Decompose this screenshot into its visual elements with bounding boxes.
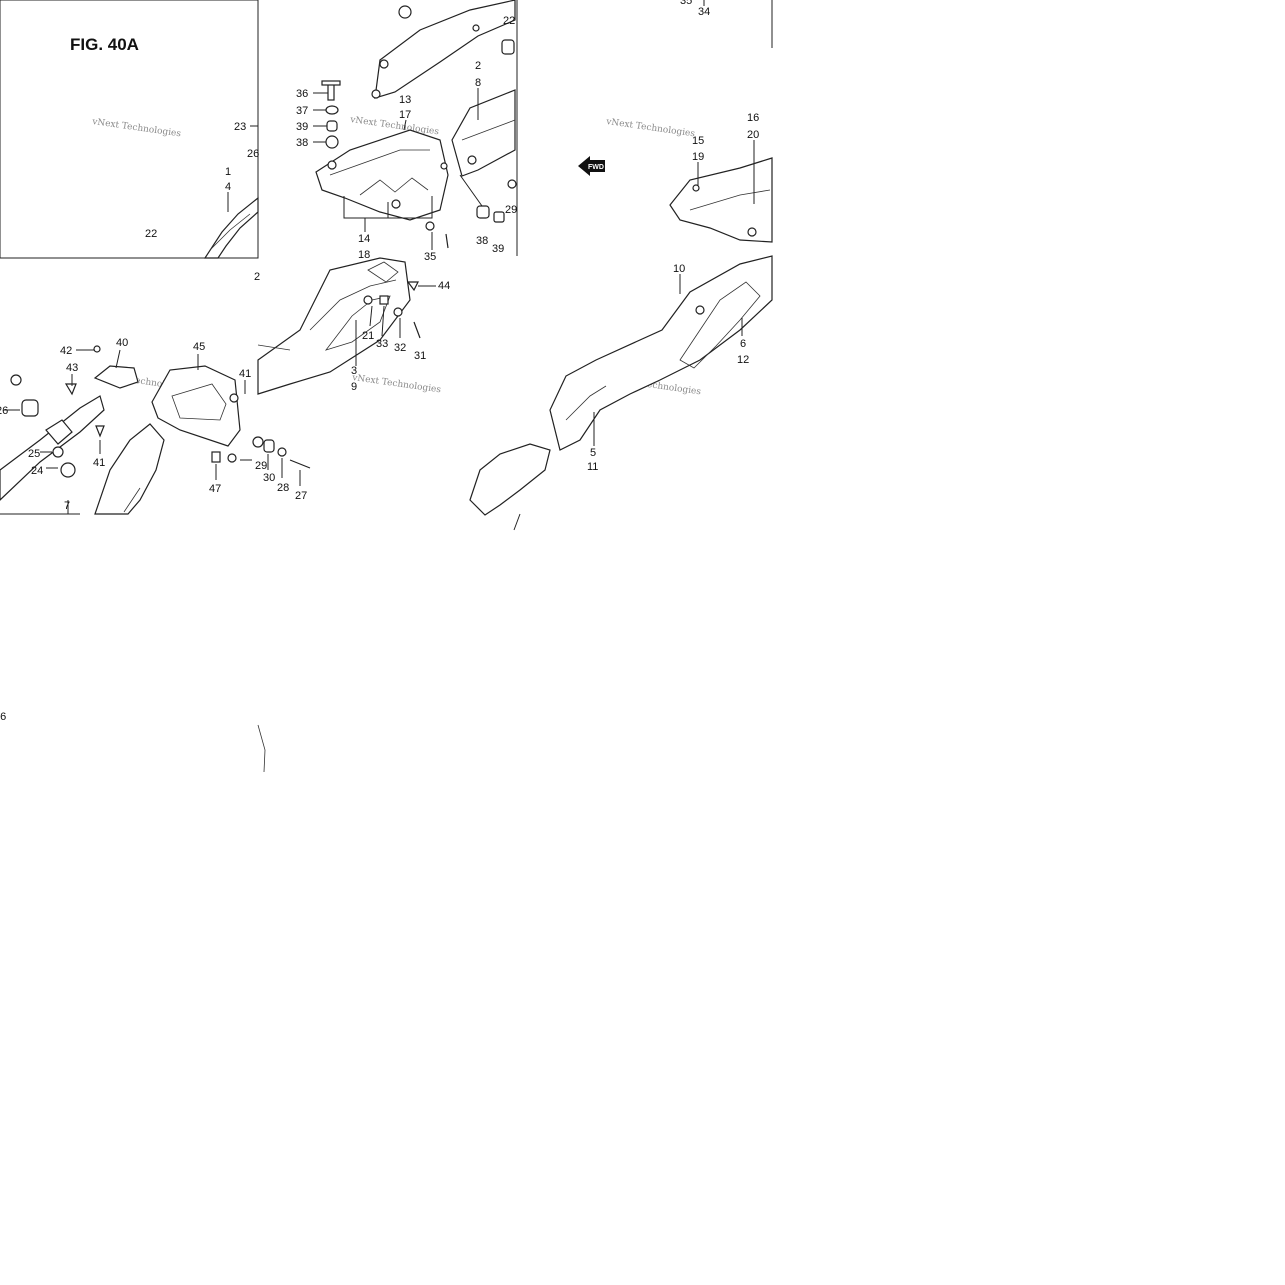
callout-42: 42: [60, 345, 72, 357]
callout-11: 11: [587, 461, 598, 473]
callout-41: 41: [239, 368, 251, 380]
callout-24: 24: [31, 465, 43, 477]
callout-38: 38: [296, 137, 308, 149]
cowl-rail-left: [203, 196, 259, 259]
watermark: vNext Technologies: [349, 115, 440, 138]
side-cover-right-sx: [549, 255, 773, 451]
callout-35b: 35: [680, 0, 692, 7]
callout-38b: 38: [476, 235, 488, 247]
fwd-arrow: FWD: [578, 156, 605, 176]
callout-4: 4: [225, 181, 231, 193]
watermark: vNext Technologies: [605, 117, 696, 140]
callout-33: 33: [376, 338, 388, 350]
figure-title: FIG. 40A: [70, 35, 139, 54]
clips-41-47: [95, 425, 237, 463]
callout-8: 8: [475, 77, 481, 89]
callout-labels: 1 4 22 23 26 36 37 39 38 13 17 2 8 22 29…: [0, 0, 759, 723]
watermark: vNext Technologies: [91, 117, 182, 140]
hardware-stack-36-39: [313, 80, 341, 149]
callout-19: 19: [692, 151, 704, 163]
callout-26b: 26: [0, 405, 8, 417]
callout-5: 5: [590, 447, 596, 459]
lower-middle-trim: [257, 344, 291, 773]
seat-latch-assembly: [0, 374, 105, 501]
leader-lines: [4, 0, 755, 514]
tail-light-housing-45: [151, 365, 241, 447]
callout-21: 21: [362, 330, 374, 342]
callout-7: 7: [64, 500, 70, 512]
panel-frames: [0, 0, 773, 515]
grommet-38-39: [459, 174, 505, 223]
callout-1: 1: [225, 166, 231, 178]
callout-43: 43: [66, 362, 78, 374]
callout-37: 37: [296, 105, 308, 117]
callout-31: 31: [414, 350, 426, 362]
callout-41b: 41: [93, 457, 105, 469]
callout-18: 18: [358, 249, 370, 261]
callout-45: 45: [193, 341, 205, 353]
callout-26: 26: [247, 148, 259, 160]
callout-3: 3: [351, 365, 357, 377]
side-panel-right-mid: [451, 89, 517, 189]
callout-23: 23: [234, 121, 246, 133]
watermark: vNext Technologies: [351, 373, 442, 396]
callout-20: 20: [747, 129, 759, 141]
callout-25: 25: [28, 448, 40, 460]
callout-14: 14: [358, 233, 370, 245]
callout-22: 22: [145, 228, 157, 240]
callout-40: 40: [116, 337, 128, 349]
callout-16: 16: [747, 112, 759, 124]
hardware-27-33: [252, 221, 449, 469]
callout-10: 10: [673, 263, 685, 275]
callout-46: 46: [0, 711, 6, 723]
callout-13: 13: [399, 94, 411, 106]
callout-30: 30: [263, 472, 275, 484]
upper-rail-bracket: [371, 0, 516, 99]
fwd-label: FWD: [588, 164, 604, 171]
callout-2b: 2: [254, 271, 260, 283]
callout-39b: 39: [492, 243, 504, 255]
lower-left-cowl: [94, 423, 165, 515]
callout-36: 36: [296, 88, 308, 100]
callout-6: 6: [740, 338, 746, 350]
callout-27: 27: [295, 490, 307, 502]
callout-9: 9: [351, 381, 357, 393]
callout-44: 44: [438, 280, 450, 292]
bracket-lines-14-18: [343, 196, 433, 232]
rear-fender-piece: [469, 443, 551, 531]
callout-15: 15: [692, 135, 704, 147]
seat-tail-cover: [315, 129, 449, 221]
grab-rail-cover-40: [93, 345, 139, 389]
callout-17: 17: [399, 109, 411, 121]
callout-28: 28: [277, 482, 289, 494]
callout-35: 35: [424, 251, 436, 263]
callout-22b: 22: [503, 15, 515, 27]
callout-47: 47: [209, 483, 221, 495]
callout-2: 2: [475, 60, 481, 72]
callout-12: 12: [737, 354, 749, 366]
side-cover-left-sx: [257, 257, 411, 395]
callout-29b: 29: [255, 460, 267, 472]
callout-34: 34: [698, 6, 710, 18]
callout-39: 39: [296, 121, 308, 133]
callout-29: 29: [505, 204, 517, 216]
tail-side-cover-right: [669, 157, 773, 243]
callout-32: 32: [394, 342, 406, 354]
